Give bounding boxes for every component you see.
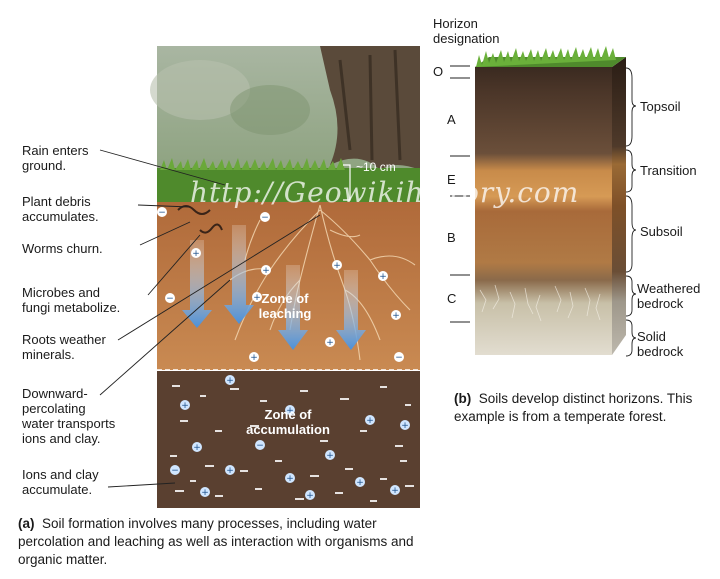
svg-text:+: + bbox=[326, 451, 334, 461]
label-worms-churn: Worms churn. bbox=[22, 241, 103, 256]
svg-text:+: + bbox=[250, 353, 258, 363]
label-roots-weather: Roots weather minerals. bbox=[22, 332, 106, 362]
caption-b: (b) Soils develop distinct horizons. Thi… bbox=[454, 390, 704, 426]
svg-text:+: + bbox=[379, 272, 387, 282]
svg-text:+: + bbox=[356, 478, 364, 488]
label-ions-clay-accumulate: Ions and clay accumulate. bbox=[22, 467, 99, 497]
svg-text:+: + bbox=[201, 488, 209, 498]
layer-transition: Transition bbox=[640, 163, 697, 178]
horizon-o: O bbox=[433, 64, 444, 79]
svg-text:+: + bbox=[391, 486, 399, 496]
svg-text:+: + bbox=[326, 338, 334, 348]
horizon-c: C bbox=[447, 291, 457, 306]
zone-of-leaching-label: Zone of leaching bbox=[258, 291, 312, 321]
svg-text:+: + bbox=[366, 416, 374, 426]
svg-text:+: + bbox=[392, 311, 400, 321]
caption-b-tag: (b) bbox=[454, 391, 472, 406]
svg-text:−: − bbox=[171, 466, 179, 476]
svg-text:+: + bbox=[286, 406, 294, 416]
svg-text:+: + bbox=[401, 421, 409, 431]
svg-text:−: − bbox=[395, 353, 403, 363]
caption-a-text: Soil formation involves many processes, … bbox=[18, 516, 414, 567]
label-plant-debris: Plant debris accumulates. bbox=[22, 194, 99, 224]
svg-text:−: − bbox=[261, 213, 269, 223]
watermark: http://Geowikihistory.com bbox=[190, 176, 580, 209]
caption-b-text: Soils develop distinct horizons. This ex… bbox=[454, 391, 693, 424]
horizon-e: E bbox=[447, 172, 456, 187]
label-rain-enters-ground: Rain enters ground. bbox=[22, 143, 89, 173]
depth-label: ~10 cm bbox=[356, 160, 396, 174]
horizon-b: B bbox=[447, 230, 456, 245]
layer-subsoil: Subsoil bbox=[640, 224, 683, 239]
svg-text:+: + bbox=[286, 474, 294, 484]
svg-text:−: − bbox=[166, 294, 174, 304]
label-microbes-fungi: Microbes and fungi metabolize. bbox=[22, 285, 121, 315]
layer-weathered-bedrock: Weathered bedrock bbox=[637, 281, 701, 311]
svg-text:+: + bbox=[226, 376, 234, 386]
svg-text:+: + bbox=[192, 249, 200, 259]
horizon-designation-header: Horizon designation bbox=[433, 16, 500, 46]
svg-text:+: + bbox=[262, 266, 270, 276]
layer-solid-bedrock: Solid bedrock bbox=[637, 329, 684, 359]
zone-of-accumulation-label: Zone of accumulation bbox=[246, 407, 330, 437]
layer-topsoil: Topsoil bbox=[640, 99, 681, 114]
svg-text:+: + bbox=[253, 293, 261, 303]
svg-text:+: + bbox=[226, 466, 234, 476]
label-downward-percolating: Downward- percolating water transports i… bbox=[22, 386, 116, 446]
caption-a: (a) Soil formation involves many process… bbox=[18, 515, 418, 569]
horizon-a: A bbox=[447, 112, 456, 127]
svg-text:+: + bbox=[193, 443, 201, 453]
svg-text:+: + bbox=[306, 491, 314, 501]
svg-text:+: + bbox=[181, 401, 189, 411]
svg-text:−: − bbox=[158, 208, 166, 218]
caption-a-tag: (a) bbox=[18, 516, 35, 531]
svg-text:+: + bbox=[333, 261, 341, 271]
svg-text:−: − bbox=[256, 441, 264, 451]
